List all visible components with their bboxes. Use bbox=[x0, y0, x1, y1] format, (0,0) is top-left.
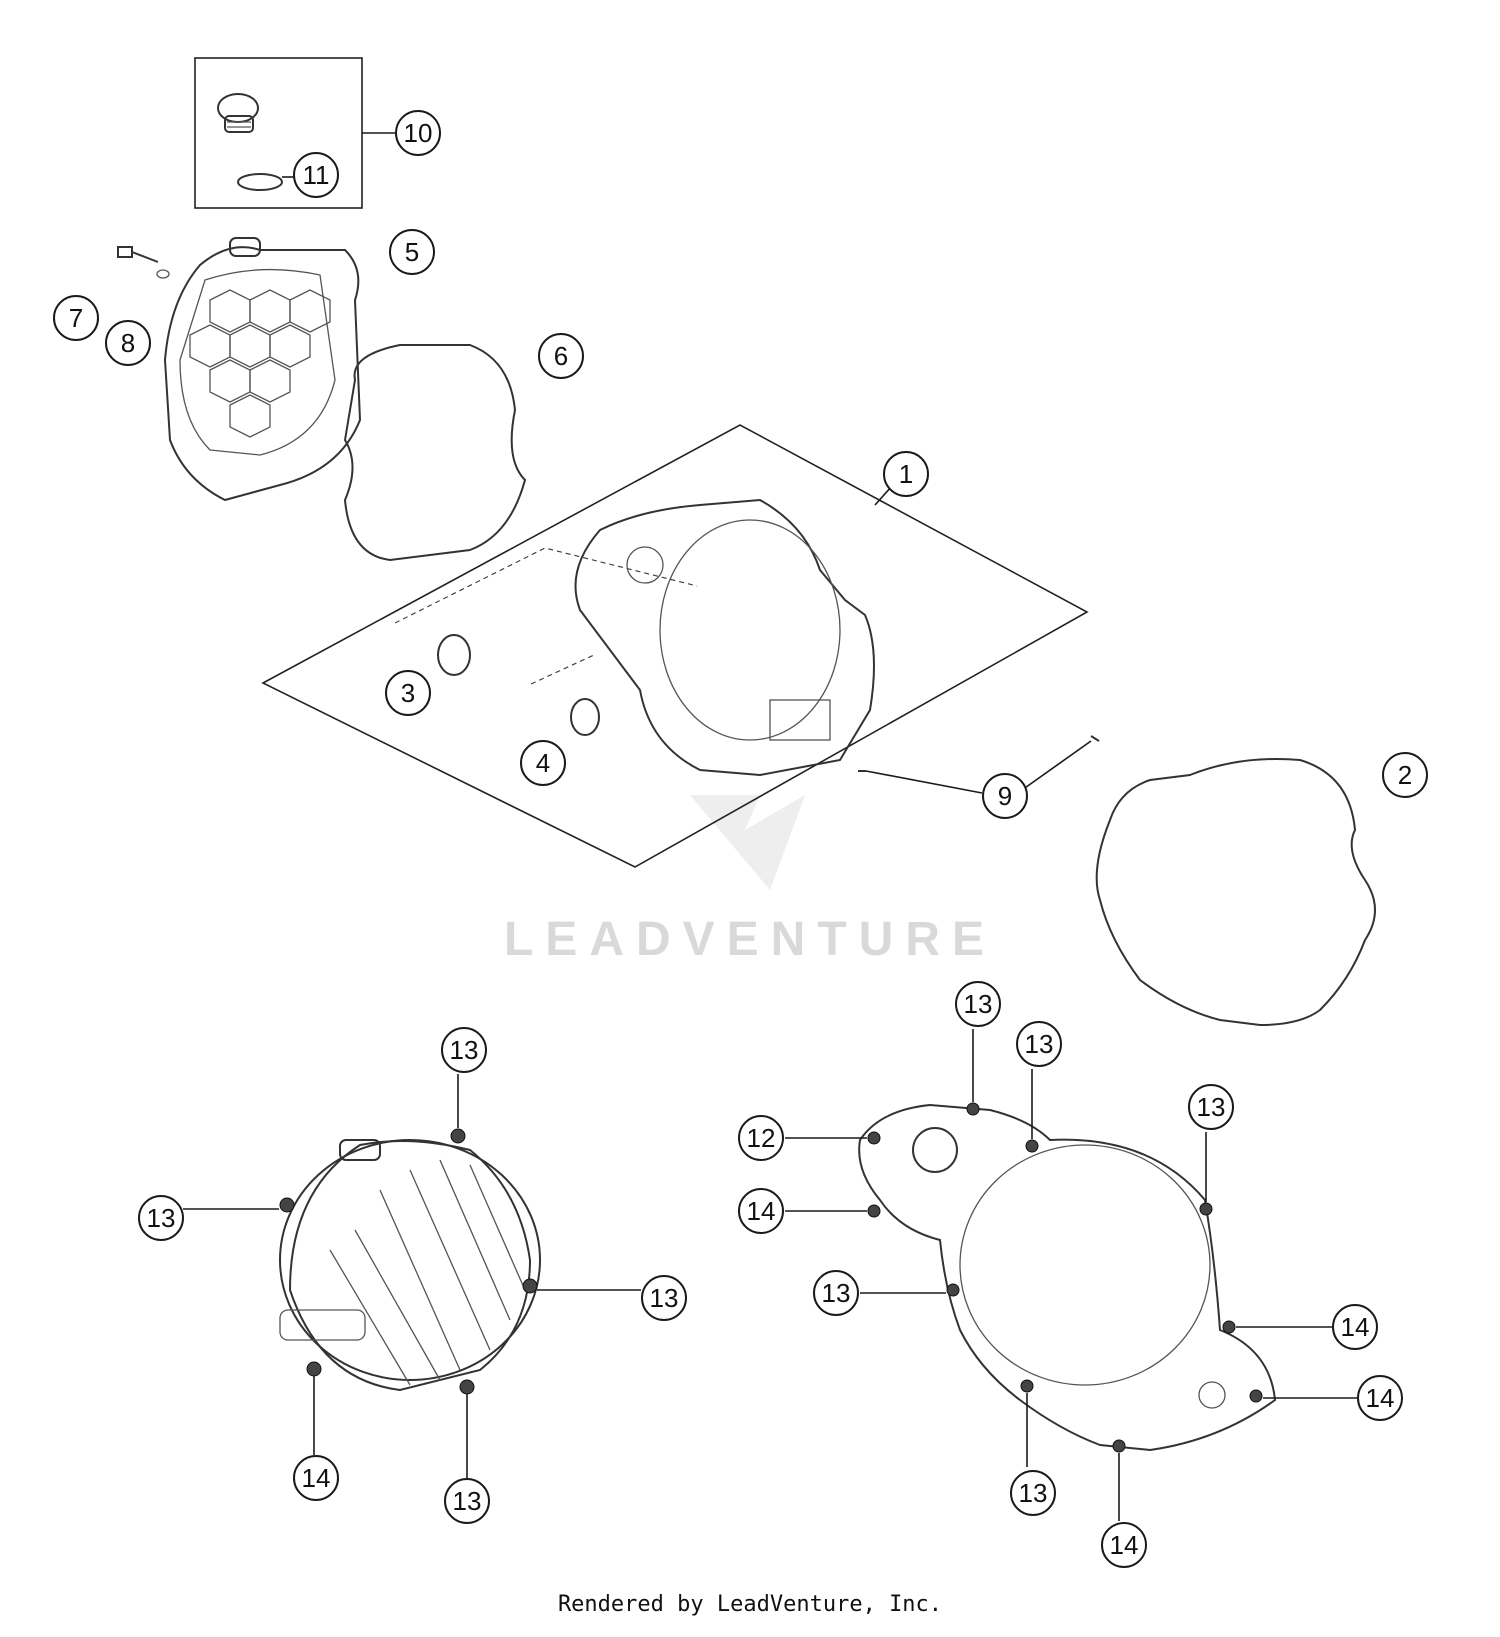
bolt-marker bbox=[1199, 1202, 1213, 1216]
callout-1: 1 bbox=[883, 451, 929, 497]
callout-6: 6 bbox=[538, 333, 584, 379]
svg-text:13: 13 bbox=[650, 1283, 679, 1313]
bolt-marker bbox=[1222, 1320, 1236, 1334]
bolt-marker bbox=[1020, 1379, 1034, 1393]
callout-13: 13 bbox=[138, 1195, 184, 1241]
svg-text:3: 3 bbox=[401, 678, 415, 708]
bolt-marker bbox=[279, 1197, 295, 1213]
callout-9: 9 bbox=[982, 773, 1028, 819]
callout-7: 7 bbox=[53, 295, 99, 341]
callout-5: 5 bbox=[389, 229, 435, 275]
svg-text:5: 5 bbox=[405, 237, 419, 267]
callout-8: 8 bbox=[105, 320, 151, 366]
oil-plug-icon bbox=[217, 93, 259, 133]
svg-text:4: 4 bbox=[536, 748, 550, 778]
callout-13: 13 bbox=[1188, 1084, 1234, 1130]
svg-text:14: 14 bbox=[1110, 1530, 1139, 1560]
svg-text:2: 2 bbox=[1398, 760, 1412, 790]
inner-crankcase-cover bbox=[858, 1103, 1277, 1452]
callout-14: 14 bbox=[1332, 1304, 1378, 1350]
bolt-marker bbox=[522, 1278, 538, 1294]
cover-screw-icon bbox=[117, 246, 170, 279]
svg-text:9: 9 bbox=[998, 781, 1012, 811]
callout-14: 14 bbox=[1101, 1522, 1147, 1568]
callout-14: 14 bbox=[1357, 1375, 1403, 1421]
callout-13: 13 bbox=[955, 981, 1001, 1027]
callout-14: 14 bbox=[293, 1455, 339, 1501]
cover-gasket bbox=[343, 344, 527, 562]
bolt-marker bbox=[867, 1204, 881, 1218]
callout-4: 4 bbox=[520, 740, 566, 786]
svg-text:13: 13 bbox=[964, 989, 993, 1019]
svg-text:8: 8 bbox=[121, 328, 135, 358]
bolt-marker bbox=[867, 1131, 881, 1145]
render-credit: Rendered by LeadVenture, Inc. bbox=[557, 1592, 943, 1617]
bolt-marker bbox=[306, 1361, 322, 1377]
svg-text:14: 14 bbox=[1366, 1383, 1395, 1413]
svg-text:13: 13 bbox=[822, 1278, 851, 1308]
bolt-marker bbox=[1249, 1389, 1263, 1403]
callout-10: 10 bbox=[395, 110, 441, 156]
watermark-logo bbox=[690, 795, 805, 890]
callout-13: 13 bbox=[444, 1478, 490, 1524]
callout-3: 3 bbox=[385, 670, 431, 716]
shaft-seal-2 bbox=[570, 698, 600, 736]
svg-text:14: 14 bbox=[747, 1196, 776, 1226]
svg-text:13: 13 bbox=[1019, 1478, 1048, 1508]
svg-text:11: 11 bbox=[303, 160, 330, 190]
bolt-marker bbox=[459, 1379, 475, 1395]
svg-text:7: 7 bbox=[69, 303, 83, 333]
crankcase-cover-frame bbox=[261, 424, 1089, 868]
bolt-marker bbox=[1112, 1439, 1126, 1453]
crankcase-gasket bbox=[1095, 758, 1376, 1027]
svg-text:13: 13 bbox=[453, 1486, 482, 1516]
svg-text:12: 12 bbox=[747, 1123, 776, 1153]
oil-plug-kit-box bbox=[194, 57, 396, 209]
o-ring-icon bbox=[237, 173, 283, 191]
svg-text:13: 13 bbox=[147, 1203, 176, 1233]
bolt-marker bbox=[450, 1128, 466, 1144]
svg-text:13: 13 bbox=[1025, 1029, 1054, 1059]
callout-13: 13 bbox=[641, 1275, 687, 1321]
bolt-marker bbox=[946, 1283, 960, 1297]
bolt-marker bbox=[1025, 1139, 1039, 1153]
callout-11: 11 bbox=[293, 152, 339, 198]
callout-14: 14 bbox=[738, 1188, 784, 1234]
watermark-text: LEADVENTURE bbox=[504, 913, 996, 966]
clutch-cover-outer bbox=[163, 237, 362, 502]
callout-13: 13 bbox=[1016, 1021, 1062, 1067]
clutch-cover-inner bbox=[574, 498, 875, 777]
callout-13: 13 bbox=[441, 1027, 487, 1073]
svg-text:13: 13 bbox=[450, 1035, 479, 1065]
svg-text:1: 1 bbox=[899, 459, 913, 489]
callout-13: 13 bbox=[813, 1270, 859, 1316]
svg-text:14: 14 bbox=[1341, 1312, 1370, 1342]
callout-2: 2 bbox=[1382, 752, 1428, 798]
svg-text:6: 6 bbox=[554, 341, 568, 371]
svg-text:10: 10 bbox=[404, 118, 433, 148]
svg-text:13: 13 bbox=[1197, 1092, 1226, 1122]
svg-text:14: 14 bbox=[302, 1463, 331, 1493]
clutch-cover-finned bbox=[279, 1139, 541, 1392]
callout-12: 12 bbox=[738, 1115, 784, 1161]
bolt-marker bbox=[966, 1102, 980, 1116]
shaft-seal-1 bbox=[437, 634, 471, 676]
callout-13: 13 bbox=[1010, 1470, 1056, 1516]
